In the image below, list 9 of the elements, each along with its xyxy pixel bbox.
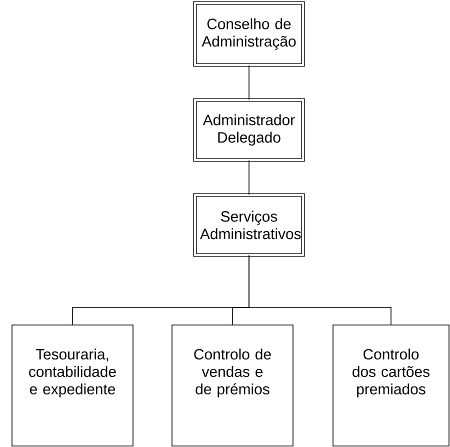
management-box: Serviços Administrativos	[193, 193, 305, 257]
connector-line	[248, 160, 250, 196]
unit-box: Tesouraria, contabilidade e expediente	[12, 324, 134, 446]
management-box: Administrador Delegado	[193, 98, 305, 162]
connector-line	[248, 64, 250, 100]
unit-box: Controlo dos cartões premiados	[332, 324, 450, 446]
management-box: Conselho de Administração	[193, 1, 305, 67]
connector-line	[248, 254, 392, 325]
unit-box: Controlo de vendas e de prémios	[172, 324, 294, 446]
